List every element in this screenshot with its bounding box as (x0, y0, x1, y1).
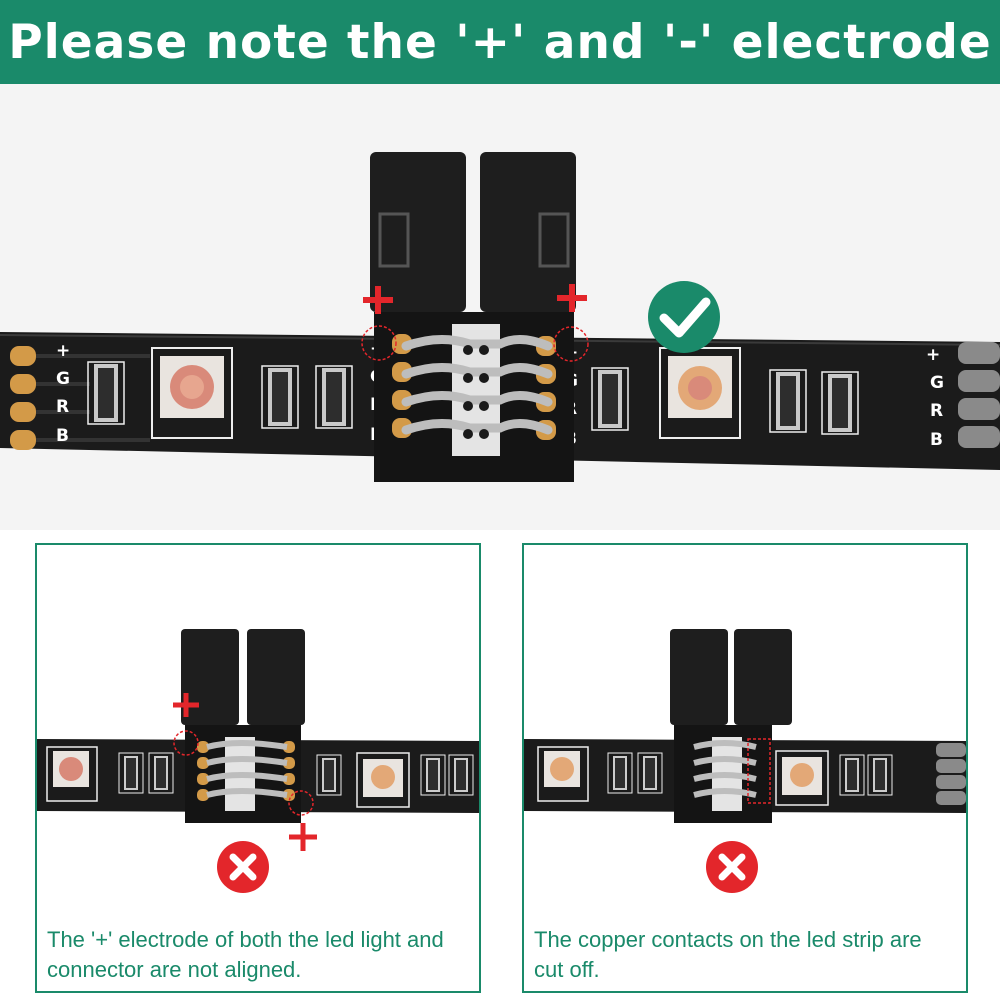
strip-label-b: B (56, 426, 69, 446)
right-panel-caption: The copper contacts on the led strip are… (534, 927, 922, 982)
left-panel-caption: The '+' electrode of both the led light … (47, 927, 444, 982)
cross-icon (217, 841, 269, 893)
strip-label-b: B (930, 430, 943, 450)
strip-label-r: R (930, 401, 943, 421)
misaligned-connection-illustration (37, 629, 479, 893)
cut-contacts-illustration (524, 629, 966, 893)
strip-label-r: R (56, 397, 69, 417)
strip-label-g: G (930, 373, 944, 393)
header-banner: Please note the '+' and '-' electrode (0, 0, 1000, 84)
plus-mark-icon (361, 286, 397, 361)
cross-icon (706, 841, 758, 893)
strip-label-plus: + (926, 345, 940, 365)
strip-connector (370, 152, 576, 482)
incorrect-example-panel-right: The copper contacts on the led strip are… (522, 543, 968, 993)
check-icon (648, 281, 720, 353)
page-title: Please note the '+' and '-' electrode (8, 14, 992, 70)
strip-label-g: G (56, 369, 70, 389)
correct-connection-illustration: + G R B + G R B + G R B + G R B (0, 152, 1000, 482)
plus-mark-icon (173, 693, 199, 756)
plus-mark-icon (553, 284, 589, 362)
incorrect-example-panel-left: The '+' electrode of both the led light … (35, 543, 481, 993)
strip-label-plus: + (56, 341, 70, 361)
cut-contacts-highlight (747, 738, 771, 804)
main-illustration: + G R B + G R B + G R B + G R B (0, 84, 1000, 530)
plus-mark-icon (288, 790, 317, 851)
